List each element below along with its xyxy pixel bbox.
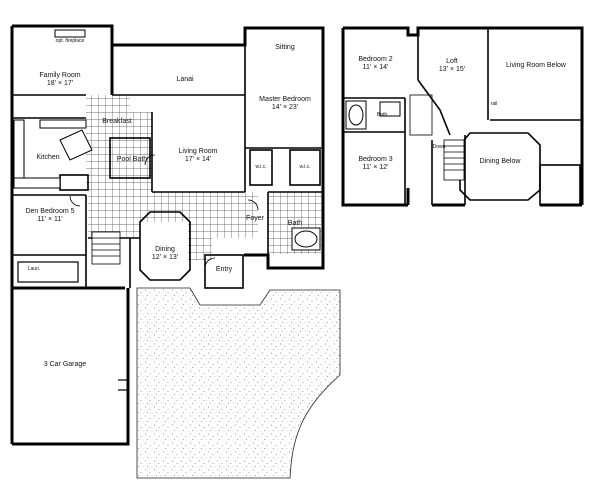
master-tub bbox=[291, 227, 321, 251]
living-room-dims: 17' × 14' bbox=[184, 156, 212, 163]
bedroom-2-name: Bedroom 2 bbox=[358, 56, 393, 63]
master-bedroom-dims: 14' × 23' bbox=[271, 104, 299, 111]
entry-label: Entry bbox=[215, 266, 233, 273]
den-label: Den Bedroom 5 11' × 11' bbox=[20, 208, 80, 224]
breakfast-label: Breakfast bbox=[102, 118, 132, 125]
dining-dims: 12' × 13' bbox=[151, 254, 179, 261]
sitting-label: Sitting bbox=[275, 44, 295, 51]
rail-hatch bbox=[409, 94, 433, 136]
dining-name: Dining bbox=[155, 246, 175, 253]
family-room-label: Family Room 18' × 17' bbox=[30, 72, 90, 88]
wic-1-label: w.i.c. bbox=[255, 164, 267, 170]
family-room-name: Family Room bbox=[39, 72, 81, 79]
upper-bath-label: Bath bbox=[376, 112, 388, 118]
wic-2-label: w.i.c. bbox=[299, 164, 311, 170]
bedroom-3-label: Bedroom 3 11' × 12' bbox=[348, 156, 403, 172]
master-bedroom-label: Master Bedroom 14' × 23' bbox=[250, 96, 320, 112]
lanai-label: Lanai bbox=[176, 76, 194, 83]
pool-bath-label: Pool Bath bbox=[116, 156, 148, 163]
rail-label: rail bbox=[490, 101, 498, 107]
kitchen-label: Kitchen bbox=[36, 154, 60, 161]
door-swings bbox=[69, 154, 259, 269]
fireplace-label: opt. fireplace bbox=[55, 38, 85, 44]
kitchen-counters bbox=[13, 119, 93, 189]
tiled-floor bbox=[86, 95, 258, 260]
dining-label: Dining 12' × 13' bbox=[142, 246, 188, 262]
dining-below-label: Dining Below bbox=[479, 158, 521, 165]
loft-dims: 13' × 15' bbox=[438, 66, 466, 73]
garage-label: 3 Car Garage bbox=[43, 361, 87, 368]
bath-label: Bath bbox=[287, 220, 303, 227]
bedroom-2-dims: 11' × 14' bbox=[362, 64, 389, 71]
living-room-below-label: Living Room Below bbox=[506, 62, 566, 69]
bedroom-3-dims: 11' × 12' bbox=[362, 164, 389, 171]
second-floor-interior bbox=[343, 28, 582, 206]
living-room-label: Living Room 17' × 14' bbox=[168, 148, 228, 164]
driveway bbox=[136, 287, 341, 479]
family-room-dims: 18' × 17' bbox=[46, 80, 74, 87]
foyer-label: Foyer bbox=[246, 215, 264, 222]
loft-name: Loft bbox=[446, 58, 458, 65]
second-floor-bath-fixtures bbox=[345, 100, 401, 130]
master-bedroom-name: Master Bedroom bbox=[259, 96, 311, 103]
stairs-second-floor bbox=[443, 139, 465, 181]
bedroom-3-name: Bedroom 3 bbox=[358, 156, 393, 163]
stairs-first-floor bbox=[91, 231, 121, 265]
fireplace bbox=[54, 29, 86, 38]
interior-walls bbox=[11, 45, 323, 289]
den-name: Den Bedroom 5 bbox=[25, 208, 75, 215]
garage-details bbox=[11, 261, 128, 444]
down-label: Down bbox=[432, 144, 446, 150]
living-room-name: Living Room bbox=[178, 148, 218, 155]
bedroom-2-label: Bedroom 2 11' × 14' bbox=[348, 56, 403, 72]
laundry-label: Laun. bbox=[27, 266, 41, 272]
loft-label: Loft 13' × 15' bbox=[422, 58, 482, 74]
den-dims: 11' × 11' bbox=[37, 216, 63, 223]
